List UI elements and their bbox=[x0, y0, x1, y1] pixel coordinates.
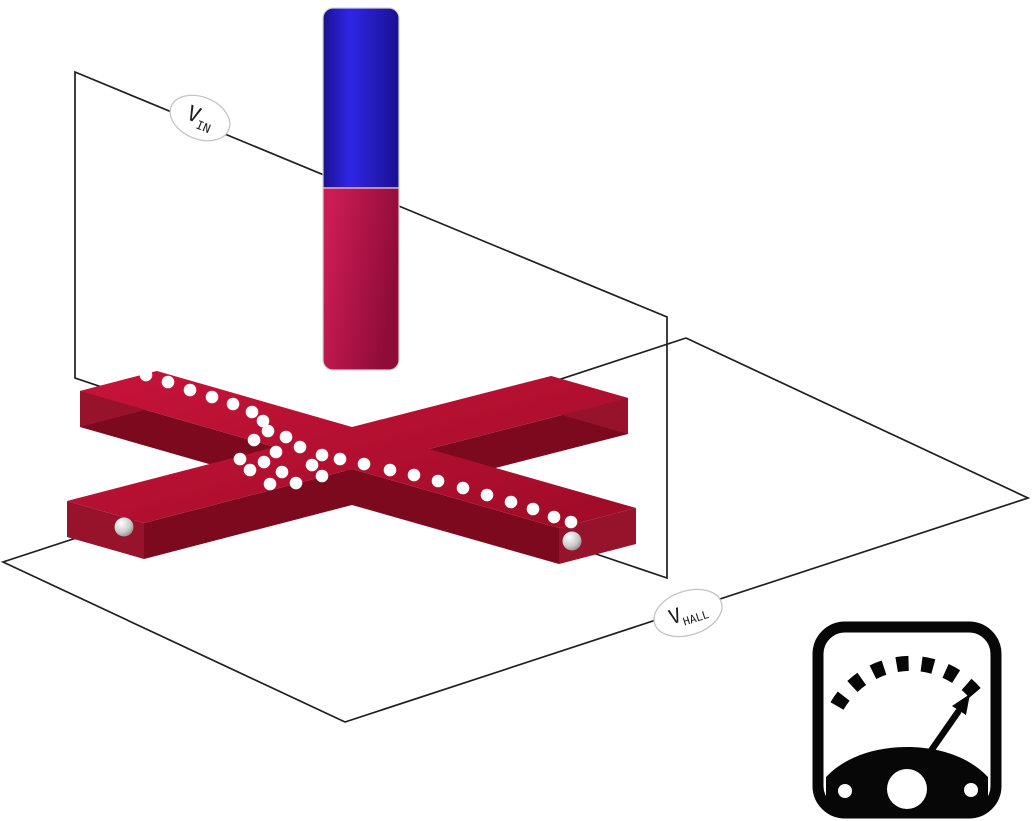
electron-dot bbox=[256, 414, 270, 428]
electron-dot bbox=[333, 452, 347, 466]
electron-dot bbox=[547, 510, 561, 524]
hall-contacts bbox=[114, 517, 582, 551]
vhall-label: VHALL bbox=[653, 588, 723, 638]
electron-dot bbox=[456, 481, 470, 495]
cross-side-face bbox=[144, 469, 352, 559]
electron-dot bbox=[564, 515, 578, 529]
electron-dot bbox=[247, 433, 261, 447]
input-wire-plane bbox=[74, 70, 668, 580]
electron-dot bbox=[139, 368, 153, 382]
vin-label: VIN bbox=[169, 94, 231, 142]
cross-end-face-se bbox=[559, 508, 636, 564]
electron-dot bbox=[357, 457, 371, 471]
electron-dot bbox=[257, 455, 271, 469]
hall-bar-cross bbox=[67, 371, 636, 564]
meter-screw-right bbox=[964, 783, 978, 797]
meter-base-details bbox=[838, 769, 978, 809]
electron-dots bbox=[139, 368, 578, 529]
electron-dot bbox=[205, 390, 219, 404]
electron-dot bbox=[226, 397, 240, 411]
cross-side-face bbox=[352, 469, 559, 564]
electron-dot bbox=[275, 465, 289, 479]
electron-dot bbox=[183, 383, 197, 397]
electron-dot bbox=[269, 445, 283, 459]
meter-pivot-circle bbox=[887, 769, 927, 809]
electron-dot bbox=[315, 448, 329, 462]
bar-magnet-icon bbox=[322, 7, 400, 371]
vin-label-oval bbox=[169, 94, 231, 142]
electron-dot bbox=[245, 405, 259, 419]
magnet-south-pole bbox=[322, 187, 400, 371]
electron-dot bbox=[263, 477, 277, 491]
meter-screw-left bbox=[838, 784, 852, 798]
electron-dot bbox=[383, 463, 397, 477]
electron-dot bbox=[431, 474, 445, 488]
vin-label-text: VIN bbox=[182, 101, 217, 136]
left-contact-sphere-icon bbox=[114, 517, 134, 537]
electron-dot bbox=[407, 468, 421, 482]
electron-dot bbox=[161, 375, 175, 389]
electron-dot bbox=[243, 463, 257, 477]
meter-scale-ticks bbox=[830, 655, 982, 710]
electron-dot bbox=[305, 458, 319, 472]
magnet-north-pole bbox=[322, 7, 400, 189]
electron-dot bbox=[504, 495, 518, 509]
electron-dot bbox=[261, 424, 275, 438]
meter-needle-arrowhead bbox=[952, 694, 970, 715]
cross-end-face-sw bbox=[67, 501, 144, 559]
electron-dot bbox=[480, 488, 494, 502]
electron-dot bbox=[289, 476, 303, 490]
electron-dot bbox=[526, 502, 540, 516]
right-contact-sphere-icon bbox=[562, 531, 582, 551]
electron-dot bbox=[233, 452, 247, 466]
vhall-label-oval bbox=[653, 588, 723, 638]
electron-dot bbox=[315, 469, 329, 483]
electron-dot bbox=[279, 430, 293, 444]
input-voltage-wire-loop bbox=[74, 70, 668, 580]
electron-dot bbox=[293, 440, 307, 454]
voltmeter-icon bbox=[812, 621, 1002, 819]
cross-top-face bbox=[67, 371, 636, 528]
